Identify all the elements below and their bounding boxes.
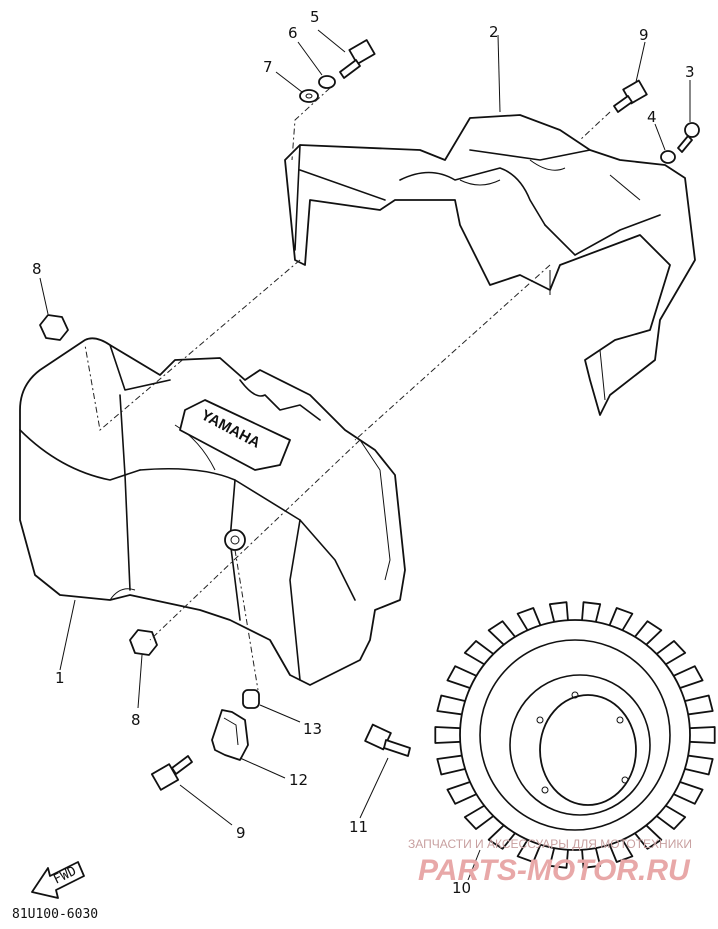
callout-9-upper: 9 [639,26,649,44]
callout-8-upper: 8 [32,260,42,278]
drawing-code: 81U100-6030 [12,907,98,922]
callout-6: 6 [288,24,298,42]
callout-9-lower: 9 [236,824,246,842]
washer-7 [299,89,319,103]
nut-8-lower [129,629,158,656]
callout-2: 2 [489,23,499,41]
main-shroud: YAMAHA [19,337,406,686]
screw-3 [677,122,700,153]
callout-1: 1 [55,669,65,687]
bolt-5 [339,39,376,79]
callout-11: 11 [349,818,368,836]
callout-10: 10 [452,879,471,897]
callout-7: 7 [263,58,273,76]
flywheel-fan [434,601,716,869]
callout-4: 4 [647,108,657,126]
flywheel-fin [685,726,716,744]
watermark-logo: PARTS-MOTOR.RU [418,854,691,887]
callout-8-lower: 8 [131,711,141,729]
nut-8-upper [39,314,69,341]
bolt-9-lower [150,755,193,791]
upper-fan-cover [284,114,696,416]
forward-direction-arrow: FWD [31,861,85,899]
bolt-9-upper [613,79,648,113]
callout-5: 5 [310,8,320,26]
callout-3: 3 [685,63,695,81]
watermark-tagline: ЗАПЧАСТИ И АКСЕССУАРЫ ДЛЯ МОТОТЕХНИКИ [408,837,692,851]
bolt-11 [364,723,411,757]
callout-12: 12 [289,771,308,789]
collar-13 [242,689,260,709]
callout-13: 13 [303,720,322,738]
flywheel-fin [434,726,465,744]
washer-4 [660,150,676,164]
washer-6 [318,75,336,89]
clip-12 [211,709,249,761]
